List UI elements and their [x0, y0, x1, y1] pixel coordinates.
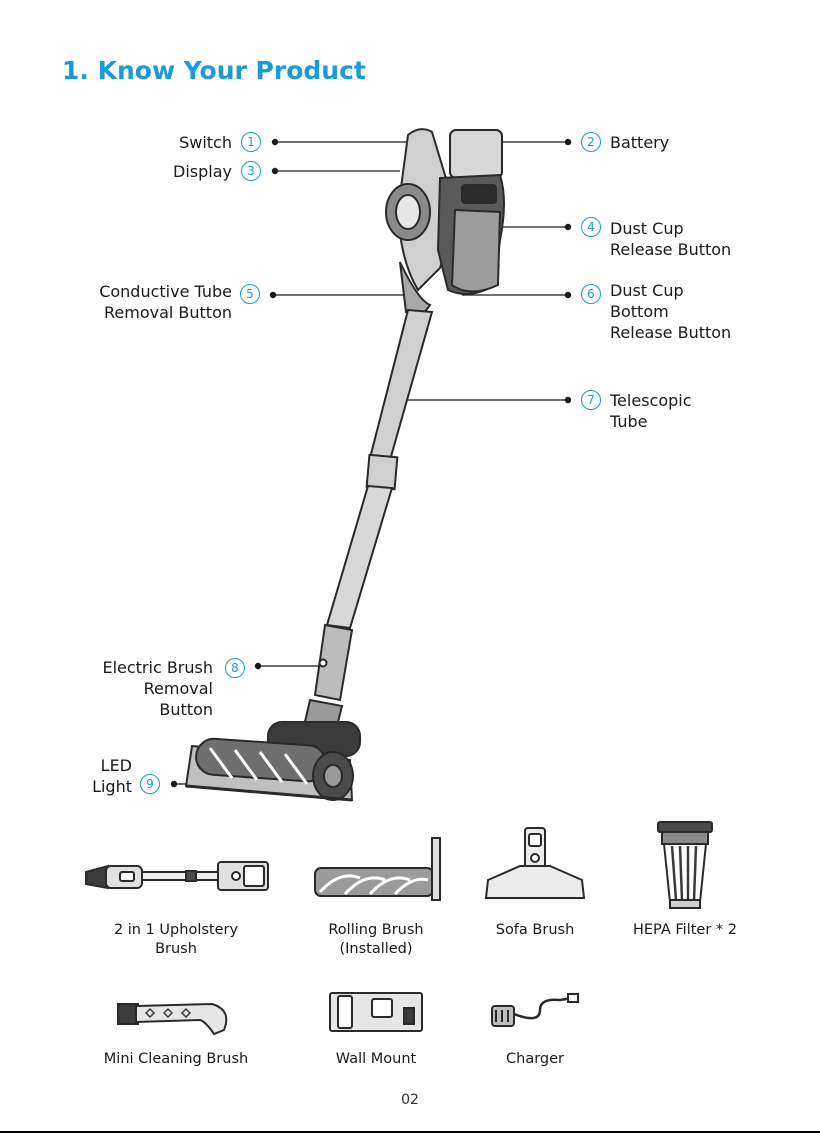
part-number-1: 1	[241, 132, 261, 152]
part-label-electric-brush-removal-button: Electric Brush Removal Button	[102, 658, 213, 719]
electric-brush-head	[184, 698, 361, 802]
page-title: 1. Know Your Product	[62, 56, 366, 85]
part-number-7: 7	[581, 390, 601, 410]
page-number: 02	[401, 1092, 419, 1108]
bottom-rule	[0, 1131, 820, 1133]
accessory-label-mini-cleaning-brush: Mini Cleaning Brush	[103, 1051, 249, 1067]
part-label-dust-cup-bottom-release-button: Dust Cup Bottom Release Button	[610, 281, 732, 342]
part-label-switch: Switch	[179, 133, 232, 152]
part-label-battery: Battery	[610, 133, 670, 152]
part-number-8: 8	[225, 658, 245, 678]
accessory-label-rolling-brush: Rolling Brush (Installed)	[328, 922, 424, 957]
mini-cleaning-brush-icon	[117, 1002, 228, 1036]
part-label-display: Display	[173, 162, 232, 181]
part-label-led-light: LED Light	[92, 756, 132, 796]
accessory-label-upholstery-brush: 2 in 1 Upholstery Brush	[113, 922, 239, 957]
telescopic-tube	[313, 308, 434, 702]
accessory-label-sofa-brush: Sofa Brush	[495, 922, 575, 938]
part-number-3: 3	[241, 161, 261, 181]
wall-mount-icon	[329, 992, 423, 1032]
accessory-label-charger: Charger	[506, 1051, 564, 1067]
upholstery-brush-icon	[85, 861, 269, 891]
charger-icon	[491, 993, 579, 1027]
rolling-brush-icon	[314, 837, 441, 901]
accessory-label-wall-mount: Wall Mount	[335, 1051, 417, 1067]
hepa-filter-icon	[657, 821, 713, 909]
part-number-5: 5	[240, 284, 260, 304]
vacuum-handheld-unit	[385, 128, 505, 320]
sofa-brush-icon	[484, 827, 586, 899]
accessory-label-hepa-filter: HEPA Filter * 2	[632, 922, 737, 938]
part-number-4: 4	[581, 217, 601, 237]
part-label-conductive-tube-removal-button: Conductive Tube Removal Button	[99, 282, 232, 322]
part-label-dust-cup-release-button: Dust Cup Release Button	[610, 219, 732, 259]
part-number-6: 6	[581, 284, 601, 304]
part-number-9: 9	[140, 774, 160, 794]
part-number-2: 2	[581, 132, 601, 152]
part-label-telescopic-tube: Telescopic Tube	[610, 391, 692, 431]
